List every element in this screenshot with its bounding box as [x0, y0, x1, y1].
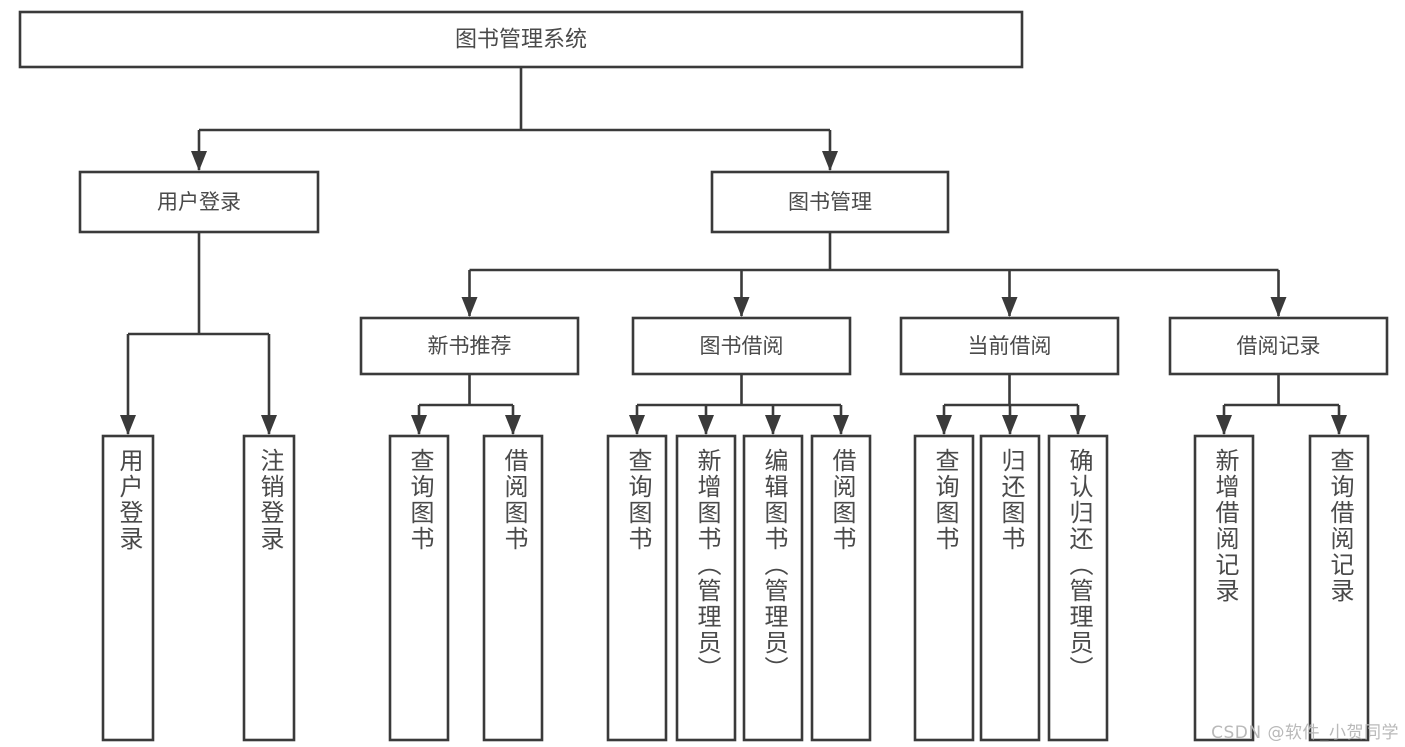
node-level3-0-label: 新书推荐 — [428, 334, 512, 358]
node-level3-1-label: 图书借阅 — [700, 334, 784, 358]
arrow-head-icon — [461, 297, 478, 317]
arrow-head-icon — [765, 415, 781, 435]
arrow-head-icon — [411, 415, 427, 435]
node-level3-0[interactable] — [359, 316, 580, 376]
node-leaf-12[interactable] — [1308, 434, 1370, 742]
node-level2-1[interactable] — [710, 170, 950, 234]
node-root-label: 图书管理系统 — [455, 28, 587, 53]
node-level2-0-label: 用户登录 — [157, 190, 241, 214]
node-leaf-6[interactable] — [742, 434, 804, 742]
node-box-layer — [18, 10, 1389, 742]
arrow-head-icon — [191, 151, 207, 171]
arrow-head-icon — [1270, 297, 1287, 317]
node-leaf-4[interactable] — [606, 434, 668, 742]
node-level3-1[interactable] — [631, 316, 852, 376]
node-leaf-3[interactable] — [482, 434, 544, 742]
node-level3-2-label: 当前借阅 — [968, 334, 1052, 358]
arrow-head-icon — [629, 415, 645, 435]
node-leaf-8[interactable] — [913, 434, 975, 742]
arrow-head-icon — [822, 151, 838, 171]
connector-layer — [120, 67, 1347, 435]
arrow-head-icon — [120, 415, 136, 435]
arrow-head-icon — [1331, 415, 1347, 435]
node-level3-3-label: 借阅记录 — [1237, 334, 1321, 358]
node-leaf-0[interactable] — [101, 434, 155, 742]
arrow-head-icon — [733, 297, 750, 317]
arrow-head-icon — [936, 415, 952, 435]
arrow-head-icon — [1070, 415, 1086, 435]
arrow-head-icon — [261, 415, 277, 435]
node-level3-2[interactable] — [899, 316, 1120, 376]
node-level3-3[interactable] — [1168, 316, 1389, 376]
node-level2-0[interactable] — [78, 170, 320, 234]
arrow-head-icon — [833, 415, 849, 435]
node-leaf-2[interactable] — [388, 434, 450, 742]
node-root[interactable] — [18, 10, 1024, 69]
node-leaf-5[interactable] — [675, 434, 737, 742]
watermark-text: CSDN @软件_小贺同学 — [1211, 723, 1399, 743]
arrow-head-icon — [1001, 297, 1018, 317]
arrow-head-icon — [1002, 415, 1018, 435]
arrow-head-icon — [1216, 415, 1232, 435]
node-level2-1-label: 图书管理 — [788, 190, 872, 214]
arrow-head-icon — [505, 415, 521, 435]
node-leaf-7[interactable] — [810, 434, 872, 742]
node-leaf-9[interactable] — [979, 434, 1041, 742]
arrow-head-icon — [698, 415, 714, 435]
node-leaf-11[interactable] — [1193, 434, 1255, 742]
node-leaf-10[interactable] — [1047, 434, 1109, 742]
node-leaf-1[interactable] — [242, 434, 296, 742]
